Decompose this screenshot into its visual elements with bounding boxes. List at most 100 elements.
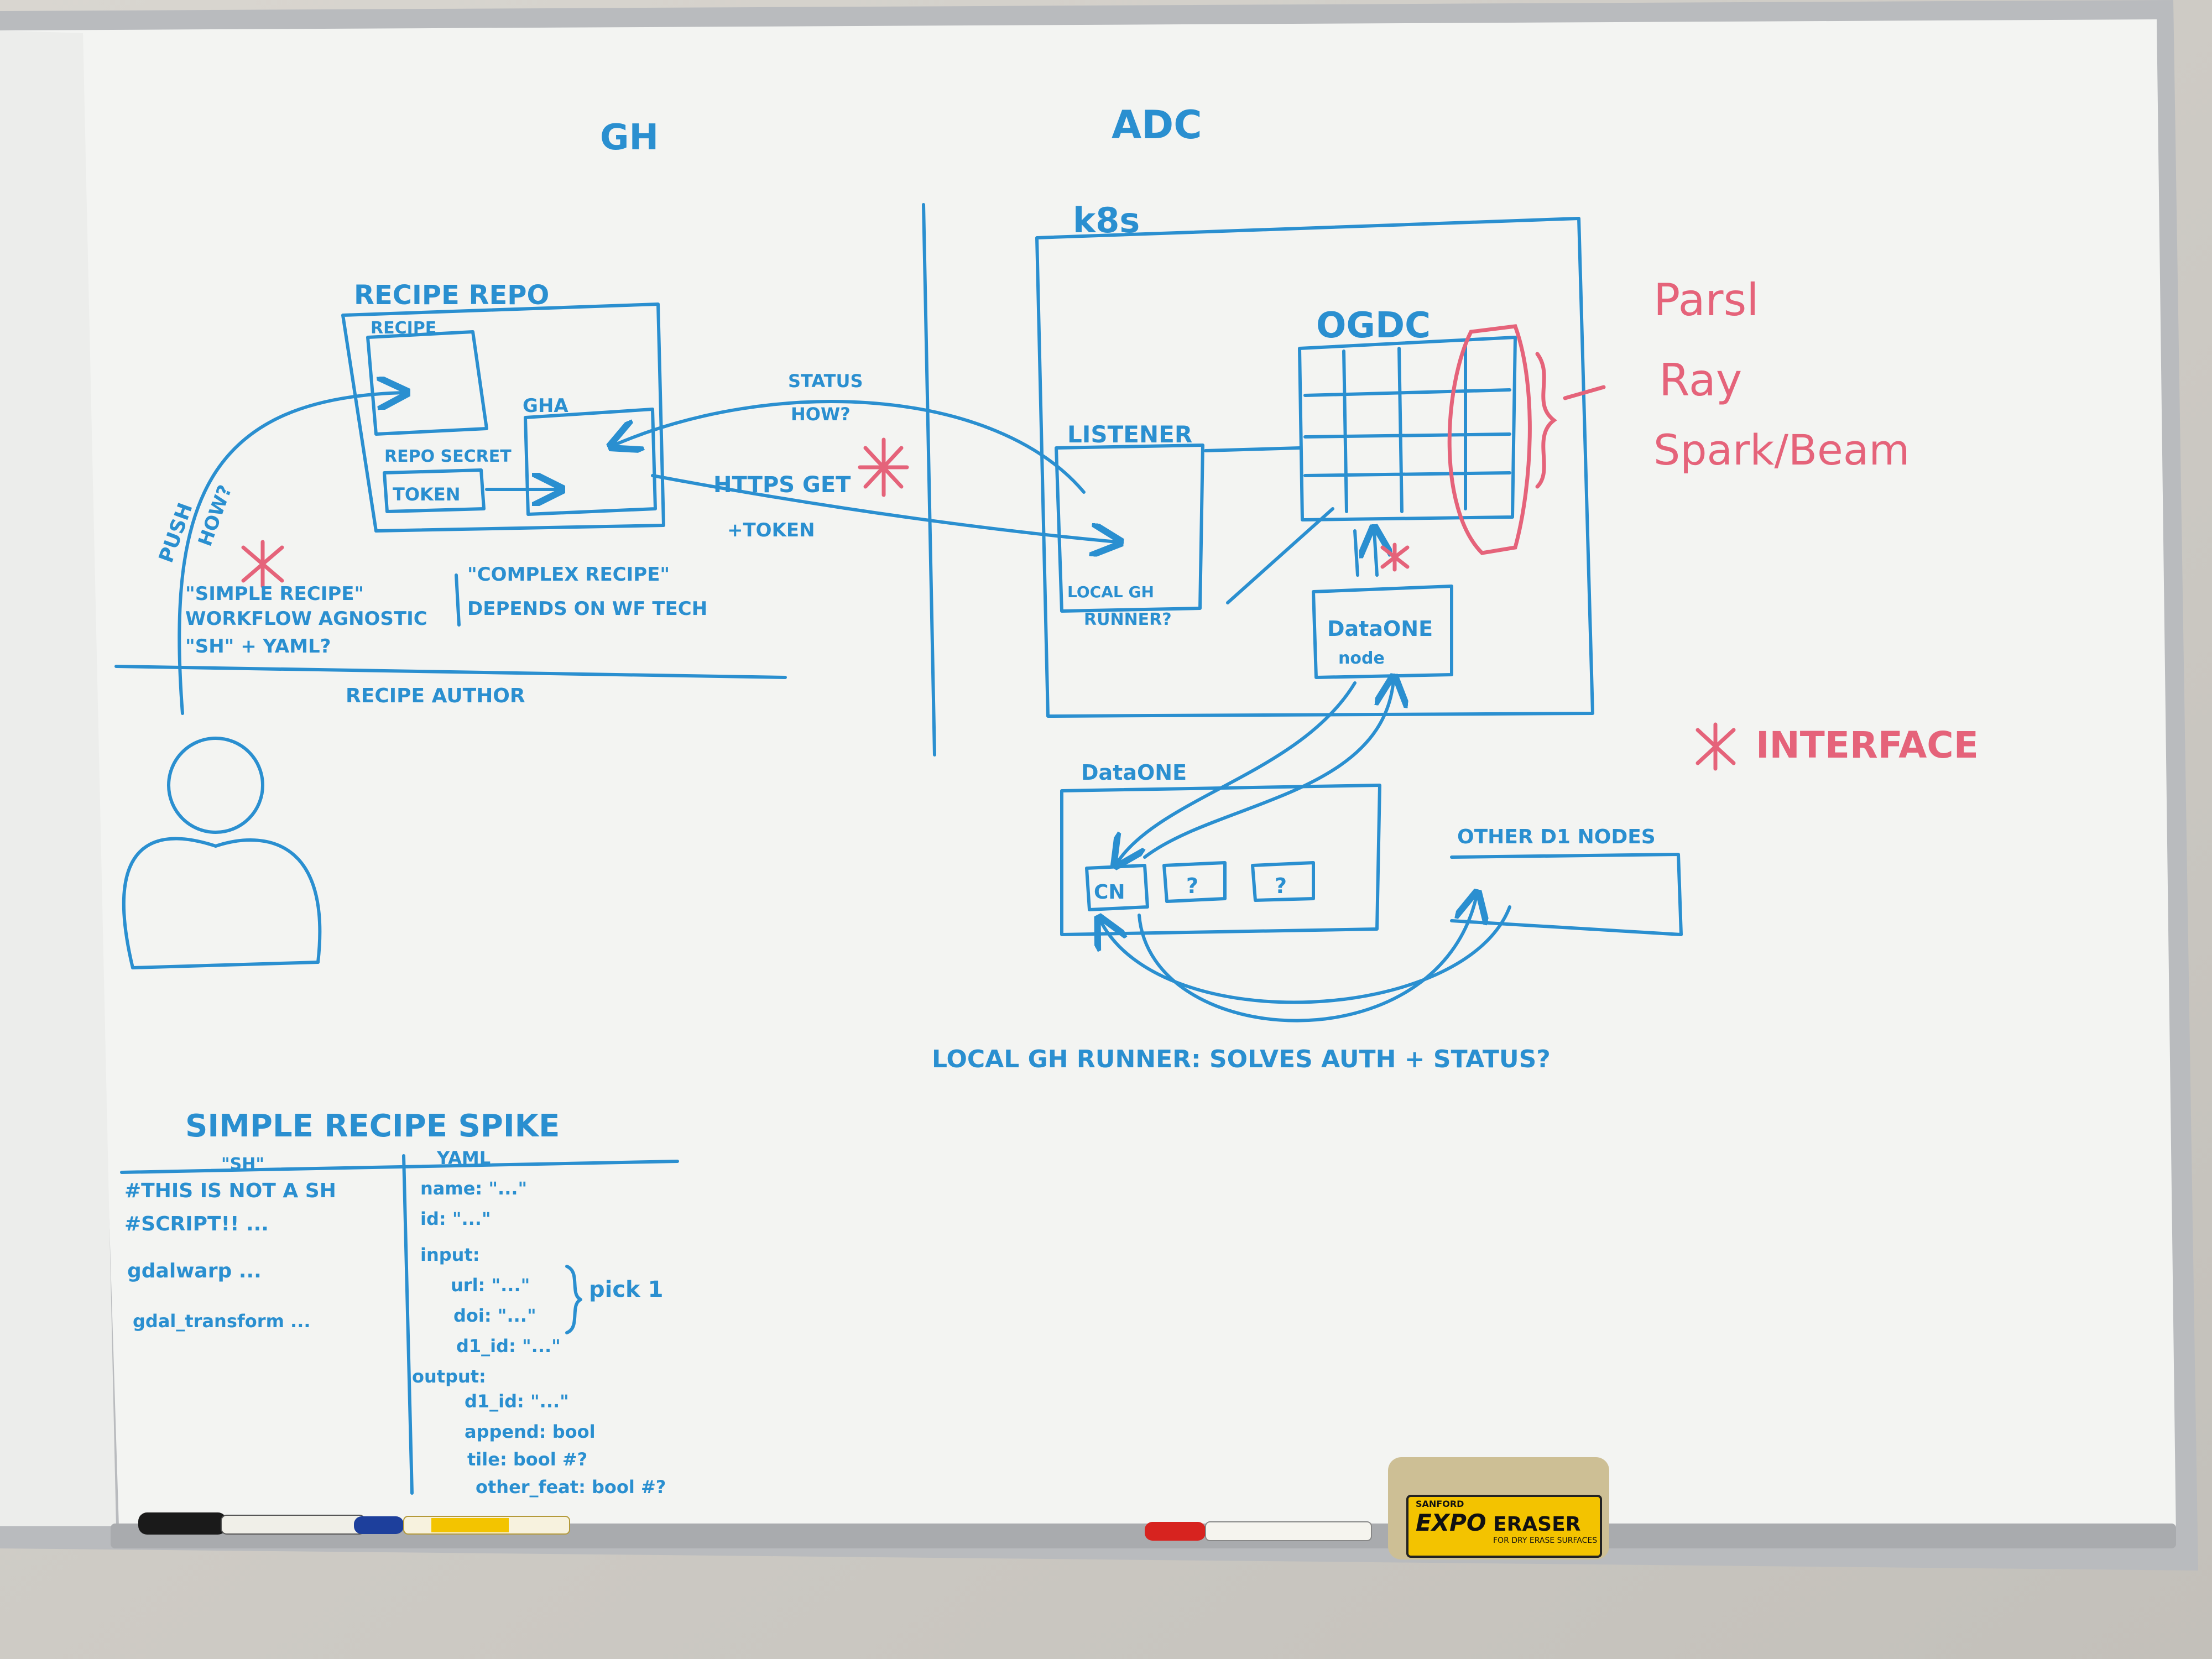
status-arrow	[614, 400, 1086, 494]
ogdc-highlight	[1447, 324, 1532, 555]
black-marker	[138, 1512, 227, 1535]
runner-note: LOCAL GH RUNNER: SOLVES AUTH + STATUS?	[932, 1045, 1551, 1073]
status-label: STATUS	[788, 371, 863, 392]
sh-line-3: gdalwarp ...	[127, 1260, 262, 1282]
expo-label-strip	[431, 1518, 509, 1532]
simple-complex-divider	[455, 573, 461, 627]
cn-other-loop-2	[1100, 905, 1511, 1004]
token-box	[383, 468, 486, 513]
recipe-box	[366, 330, 488, 436]
interface-star-3	[1380, 542, 1410, 572]
gh-title: GH	[600, 117, 659, 158]
eraser: SANFORD EXPO ERASER FOR DRY ERASE SURFAC…	[1388, 1457, 1609, 1559]
interface-legend-star	[1695, 722, 1736, 771]
k8s-box	[1035, 217, 1594, 718]
engine-spark-beam: Spark/Beam	[1653, 425, 1910, 474]
engines-connector	[1563, 385, 1606, 400]
whiteboard-surface	[0, 19, 2176, 1537]
unknown-label-2: ?	[1275, 874, 1287, 898]
local-gh-label: LOCAL GH	[1067, 583, 1154, 601]
listener-box	[1055, 444, 1204, 613]
engine-ray: Ray	[1659, 354, 1742, 406]
engines-brace	[1535, 352, 1557, 489]
adc-title: ADC	[1112, 102, 1202, 148]
spike-column-divider	[402, 1154, 414, 1495]
marker-tray	[111, 1524, 2176, 1548]
eraser-logo: EXPO	[1416, 1509, 1486, 1536]
runner-label: RUNNER?	[1084, 610, 1172, 629]
simple-recipe-line-1: "SIMPLE RECIPE"	[185, 583, 364, 605]
yaml-line-7: output:	[412, 1366, 486, 1387]
dataone-box	[1060, 784, 1381, 936]
unknown-box-2	[1251, 861, 1315, 902]
simple-recipe-line-2: WORKFLOW AGNOSTIC	[185, 608, 427, 630]
yaml-line-6: d1_id: "..."	[456, 1335, 561, 1357]
interface-star-2	[241, 540, 284, 588]
push-arrow	[178, 393, 404, 715]
spike-header-line	[120, 1160, 679, 1174]
recipe-repo-box	[341, 302, 665, 533]
k8s-label: k8s	[1073, 200, 1140, 241]
cn-other-loop-1	[1138, 896, 1477, 1022]
complex-recipe-line-2: DEPENDS ON WF TECH	[467, 598, 707, 620]
recipe-author-label: RECIPE AUTHOR	[346, 685, 525, 707]
yaml-line-1: name: "..."	[420, 1178, 527, 1199]
eraser-label	[1406, 1495, 1602, 1558]
author-underline	[114, 665, 787, 679]
spike-yaml-header: YAML	[436, 1147, 491, 1168]
sh-line-2: #SCRIPT!! ...	[124, 1213, 269, 1235]
recipe-repo-title: RECIPE REPO	[354, 280, 549, 311]
simple-recipe-line-3: "SH" + YAML?	[185, 635, 331, 658]
pick-note: pick 1	[589, 1277, 663, 1302]
token-label: TOKEN	[393, 484, 460, 505]
node-to-cn-arrow	[1117, 681, 1357, 863]
plus-token-label: +TOKEN	[727, 519, 815, 541]
eraser-word: ERASER	[1493, 1513, 1580, 1536]
runner-ogdc-link	[1226, 507, 1334, 604]
sh-line-4: gdal_transform ...	[133, 1311, 311, 1332]
red-marker-body	[1205, 1521, 1372, 1541]
engine-parsl: Parsl	[1653, 274, 1759, 326]
person-head	[167, 737, 264, 834]
unknown-label-1: ?	[1186, 874, 1198, 898]
left-board-edge	[0, 30, 116, 1526]
status-how-label: HOW?	[791, 404, 851, 425]
spike-title: SIMPLE RECIPE SPIKE	[185, 1108, 560, 1144]
dataone-node-box	[1312, 585, 1453, 679]
cn-to-node-arrow	[1143, 680, 1394, 859]
yaml-line-11: other_feat: bool #?	[476, 1477, 666, 1498]
yaml-line-5: doi: "..."	[453, 1305, 536, 1326]
recipe-label: RECIPE	[371, 319, 436, 338]
pick-brace	[565, 1265, 582, 1334]
complex-recipe-line-1: "COMPLEX RECIPE"	[467, 564, 670, 586]
yaml-line-2: id: "..."	[420, 1208, 491, 1229]
listener-label: LISTENER	[1067, 421, 1192, 448]
interface-star-1	[858, 437, 909, 497]
yaml-line-8: d1_id: "..."	[465, 1391, 569, 1412]
listener-ogdc-link	[1204, 446, 1301, 452]
ogdc-dataone-arrows	[1355, 531, 1377, 577]
unknown-box-1	[1162, 861, 1227, 903]
repo-secret-label: REPO SECRET	[384, 447, 512, 466]
gh-adc-divider	[922, 203, 936, 757]
interface-legend: INTERFACE	[1756, 724, 1979, 766]
blue-marker	[354, 1516, 404, 1534]
yaml-line-9: append: bool	[465, 1421, 596, 1442]
cn-label: CN	[1094, 881, 1125, 904]
eraser-brand: SANFORD	[1416, 1499, 1464, 1509]
ogdc-label: OGDC	[1316, 305, 1431, 346]
other-nodes-box	[1450, 853, 1683, 936]
sh-line-1: #THIS IS NOT A SH	[124, 1180, 336, 1202]
eraser-sub: FOR DRY ERASE SURFACES	[1493, 1536, 1597, 1545]
gha-label: GHA	[523, 395, 568, 417]
https-get-arrow	[651, 474, 1117, 542]
ogdc-grid	[1303, 344, 1511, 513]
node-label: node	[1338, 649, 1385, 668]
ogdc-box	[1298, 336, 1517, 521]
red-marker	[1145, 1522, 1206, 1541]
gha-box	[524, 408, 657, 516]
yaml-line-3: input:	[420, 1244, 480, 1265]
spike-sh-header: "SH"	[221, 1155, 264, 1174]
markers-in-tray	[138, 1512, 1372, 1541]
